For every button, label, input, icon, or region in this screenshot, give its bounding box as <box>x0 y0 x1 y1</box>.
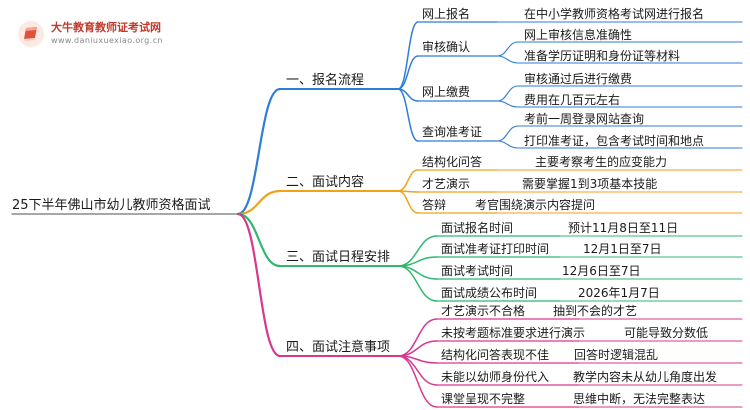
child-connector-3-4 <box>397 265 438 302</box>
branch-4: 四、面试注意事项 <box>286 340 391 355</box>
branch-connector-1 <box>236 87 282 216</box>
leaf-node-1-2-2: 准备学历证明和身份证等材料 <box>524 49 681 63</box>
leaf-node-4-1-1: 抽到不会的才艺 <box>553 304 638 318</box>
child-node-3-2: 面试准考证打印时间 <box>441 242 550 256</box>
child-node-2-3: 答辩 <box>422 198 447 212</box>
leaf-node-3-3-1: 12月6日至7日 <box>562 264 641 278</box>
brand-name: 大牛教育教师证考试网 <box>51 21 161 34</box>
leaf-node-3-4-1: 2026年1月7日 <box>578 286 660 300</box>
branch-3: 三、面试日程安排 <box>286 250 391 265</box>
leaf-node-4-5-1: 思维中断，无法完整表达 <box>573 392 706 406</box>
leaf-node-4-4-1: 教学内容未从幼儿角度出发 <box>573 370 718 384</box>
leaf-node-1-4-2: 打印准考证，包含考试时间和地点 <box>524 134 705 148</box>
child-connector-2-1 <box>397 169 419 192</box>
root-node: 25下半年佛山市幼儿教师资格面试 <box>12 198 211 213</box>
leaf-node-1-2-1: 网上审核信息准确性 <box>524 28 633 42</box>
branch-1: 一、报名流程 <box>286 73 365 88</box>
child-connector-4-1 <box>397 318 438 357</box>
child-node-2-2: 才艺演示 <box>422 177 471 191</box>
leaf-node-2-2-1: 需要掌握1到3项基本技能 <box>522 177 658 191</box>
branch-connector-3 <box>236 212 282 268</box>
leaf-node-1-3-1: 审核通过后进行缴费 <box>524 72 633 86</box>
child-connector-2-3 <box>397 190 419 214</box>
child-node-4-2: 未按考题标准要求进行演示 <box>441 326 586 340</box>
child-node-4-3: 结构化问答表现不佳 <box>441 348 550 362</box>
book-logo-icon <box>17 20 45 48</box>
child-connector-1-4 <box>397 88 419 142</box>
branch-2: 二、面试内容 <box>286 175 365 190</box>
branch-connector-2 <box>236 189 282 216</box>
child-node-4-4: 未能以幼师身份代入 <box>441 370 550 384</box>
leaf-node-2-1-1: 主要考察考生的应变能力 <box>535 155 668 169</box>
child-node-3-3: 面试考试时间 <box>441 264 514 278</box>
leaf-node-4-3-1: 回答时逻辑混乱 <box>574 348 659 362</box>
leaf-node-1-1-1: 在中小学教师资格考试网进行报名 <box>524 7 705 21</box>
leaf-node-4-2-1: 可能导致分数低 <box>624 326 709 340</box>
child-node-3-1: 面试报名时间 <box>441 221 514 235</box>
child-node-4-5: 课堂呈现不完整 <box>441 392 526 406</box>
child-node-1-2: 审核确认 <box>422 40 471 54</box>
leaf-connector-1-2-1 <box>496 41 519 57</box>
brand-url: www.daniuxuexiao.org.cn <box>51 36 163 45</box>
leaf-connector-1-3-2 <box>496 100 519 108</box>
child-node-2-1: 结构化问答 <box>422 155 483 169</box>
child-node-4-1: 才艺演示不合格 <box>441 304 526 318</box>
child-node-1-1: 网上报名 <box>422 7 471 21</box>
child-connector-1-2 <box>397 55 419 90</box>
leaf-node-2-3-1: 考官围绕演示内容提问 <box>475 198 596 212</box>
child-connector-4-2 <box>397 340 438 357</box>
child-node-1-3: 网上缴费 <box>422 85 471 99</box>
leaf-connector-1-3-1 <box>496 85 519 102</box>
child-connector-4-5 <box>397 355 438 408</box>
leaf-connector-1-4-2 <box>496 140 519 149</box>
leaf-connector-1-2-2 <box>496 55 519 64</box>
leaf-connector-1-4-1 <box>496 125 519 142</box>
leaf-node-1-3-2: 费用在几百元左右 <box>524 93 621 107</box>
leaf-node-1-4-1: 考前一周登录网站查询 <box>524 112 645 126</box>
leaf-node-3-2-1: 12月1日至7日 <box>583 242 662 256</box>
child-connector-1-1 <box>397 21 419 90</box>
child-node-3-4: 面试成绩公布时间 <box>441 286 538 300</box>
child-node-1-4: 查询准考证 <box>422 125 483 139</box>
leaf-node-3-1-1: 预计11月8日至11日 <box>568 221 679 235</box>
branch-connector-4 <box>236 212 282 358</box>
